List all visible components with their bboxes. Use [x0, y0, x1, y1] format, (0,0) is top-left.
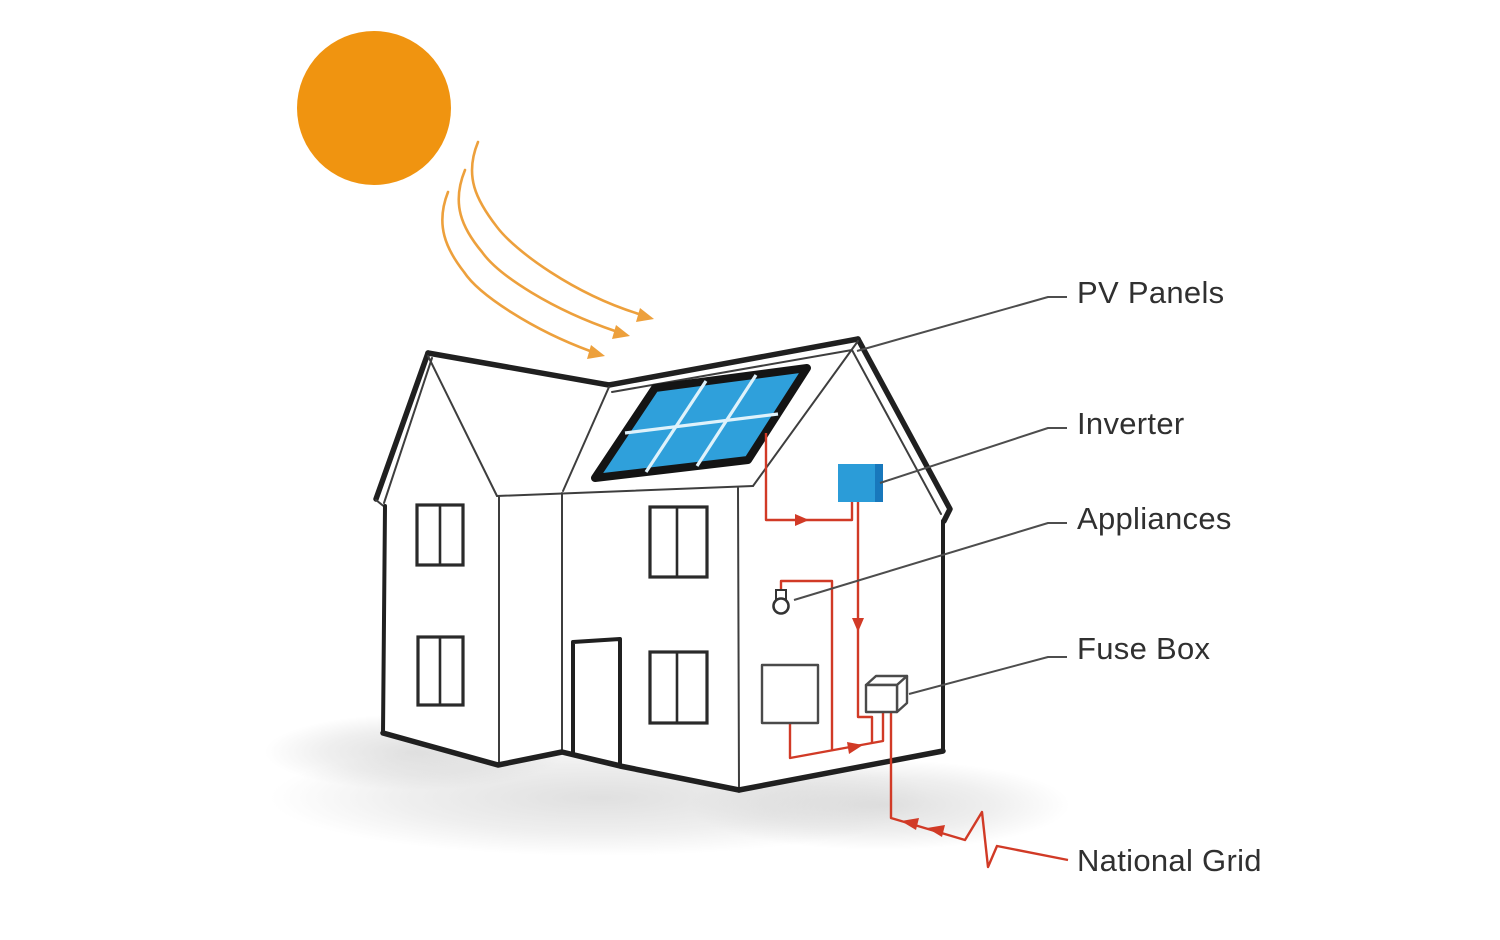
roof-ridge	[425, 336, 861, 388]
wire-arrow-right	[795, 514, 809, 526]
bulb-globe	[772, 597, 790, 615]
fuse-box-front	[864, 683, 899, 714]
roof-edge-left	[373, 350, 431, 502]
leader-line-fuse-box	[908, 656, 1067, 695]
leader-line-inverter	[879, 427, 1067, 484]
leader-lines	[793, 296, 1067, 695]
label-national-grid: National Grid	[1077, 843, 1262, 878]
leader-line-appliances	[793, 522, 1067, 601]
sun-ray	[470, 140, 641, 316]
sun-ray	[457, 168, 617, 333]
gable-slope-left	[427, 355, 498, 497]
window-front-upper	[648, 505, 709, 579]
label-fuse-box: Fuse Box	[1077, 631, 1211, 666]
panel-grid-row	[624, 412, 779, 435]
house-outline	[373, 336, 953, 793]
roof-fascia-left	[383, 357, 433, 504]
sun-ray	[441, 190, 592, 353]
house-base-front	[380, 730, 742, 793]
house-openings	[415, 503, 709, 767]
roof-valley	[562, 386, 610, 492]
front-eave-line	[496, 485, 754, 497]
wall-edge-left	[381, 504, 387, 735]
roof-slope-front	[752, 340, 859, 487]
roof-ridge-inner	[611, 349, 853, 393]
inverter-front	[838, 464, 875, 502]
labels: PV Panels Inverter Appliances Fuse Box N…	[1077, 275, 1262, 878]
inverter-box-icon	[838, 464, 883, 502]
roof-edge-right	[855, 336, 953, 524]
sun-ray-arrowhead	[612, 325, 630, 339]
wall-corner-front	[737, 487, 740, 790]
sun-icon	[297, 31, 451, 185]
wire-appliance-run	[788, 713, 885, 760]
sun-ray-arrowhead	[587, 345, 605, 359]
wire-inverter-down	[856, 502, 874, 743]
roof-fascia-right	[851, 349, 942, 515]
inverter-side	[875, 464, 883, 502]
sun-ray-arrowhead	[636, 308, 654, 322]
label-inverter: Inverter	[1077, 406, 1185, 441]
wire-arrow-grid-2	[927, 825, 945, 837]
leader-line-pv-panels	[856, 296, 1067, 352]
door	[571, 637, 622, 767]
wire-arrow-grid-1	[901, 818, 919, 830]
window-front-lower	[648, 650, 709, 725]
appliance-box-icon	[760, 663, 820, 725]
wire-bulb-loop	[779, 579, 834, 750]
sun-disc	[297, 31, 451, 185]
wire-to-grid	[889, 712, 1069, 869]
appliance-box	[760, 663, 820, 725]
fuse-box-icon	[864, 674, 909, 714]
label-pv-panels: PV Panels	[1077, 275, 1224, 310]
panel-grid-lines	[624, 374, 779, 473]
sun-rays-icon	[441, 140, 654, 359]
solar-panel-icon	[591, 364, 811, 482]
label-appliances: Appliances	[1077, 501, 1232, 536]
light-bulb-icon	[772, 589, 790, 615]
wiring	[764, 433, 1069, 869]
wire-arrow-down	[852, 618, 864, 632]
house-base-right	[736, 748, 946, 793]
wire-arrow-run	[847, 742, 863, 754]
